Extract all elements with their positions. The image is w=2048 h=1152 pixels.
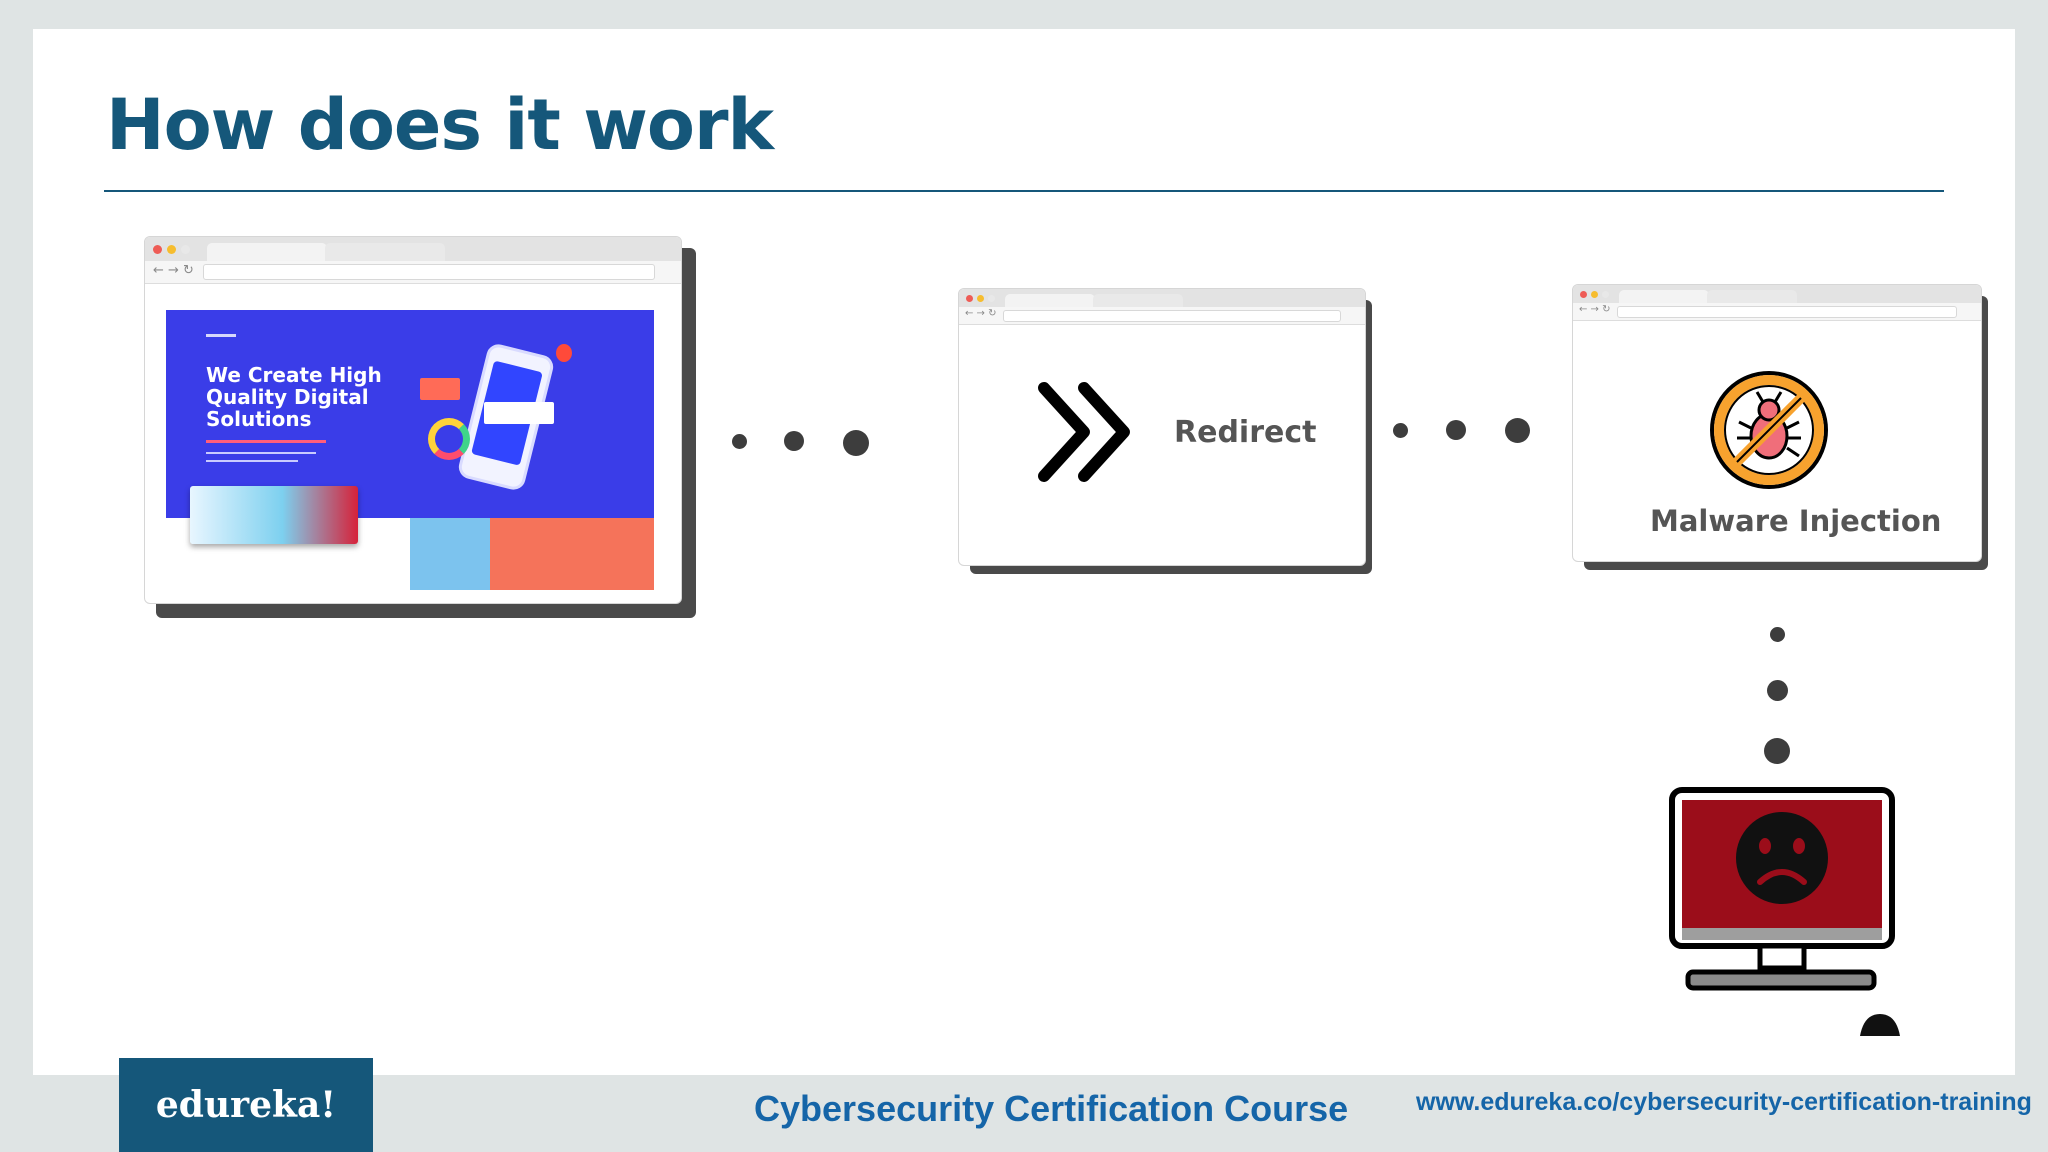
website-hero-line [206, 452, 316, 454]
course-url: www.edureka.co/cybersecurity-certificati… [1416, 1088, 2032, 1116]
no-bug-icon [1710, 371, 1828, 489]
brand-logo: edureka! [119, 1058, 373, 1152]
connector-dot [1505, 418, 1530, 443]
chart-ring-illustration [428, 418, 470, 460]
sad-computer-icon [1669, 787, 1900, 1036]
website-blog-section [490, 518, 654, 590]
site-logo [206, 334, 236, 337]
balloon-illustration [556, 344, 572, 362]
website-image-tile [410, 518, 490, 590]
double-chevron-right-icon [1038, 382, 1130, 482]
website-hero-subtitle [206, 440, 326, 443]
connector-dot [1770, 627, 1785, 642]
connector-dot [784, 431, 804, 451]
course-name: Cybersecurity Certification Course [754, 1088, 1349, 1129]
redirect-label: Redirect [1174, 415, 1317, 450]
connector-dot [1393, 423, 1408, 438]
website-hero [166, 310, 654, 518]
connector-dot [1764, 738, 1790, 764]
connector-dot [1446, 420, 1466, 440]
product-card [190, 486, 358, 544]
malware-browser-window: ← → ↻ Malware Injection [1572, 284, 1988, 570]
website-hero-title: We Create High Quality Digital Solutions [206, 363, 382, 431]
malware-injection-label: Malware Injection [1650, 504, 1942, 538]
ui-card-illustration [420, 378, 460, 400]
brand-logo-text: edureka! [155, 1084, 337, 1126]
website-preview: We Create High Quality Digital Solutions [166, 310, 654, 590]
connector-dot [1767, 680, 1788, 701]
title-divider [104, 190, 1944, 192]
page-title: How does it work [106, 84, 774, 166]
redirect-browser-window: ← → ↻ Redirect [958, 288, 1372, 574]
connector-dot [843, 430, 869, 456]
ui-card-illustration [484, 402, 554, 424]
connector-dot [732, 434, 747, 449]
website-hero-line [206, 460, 298, 462]
